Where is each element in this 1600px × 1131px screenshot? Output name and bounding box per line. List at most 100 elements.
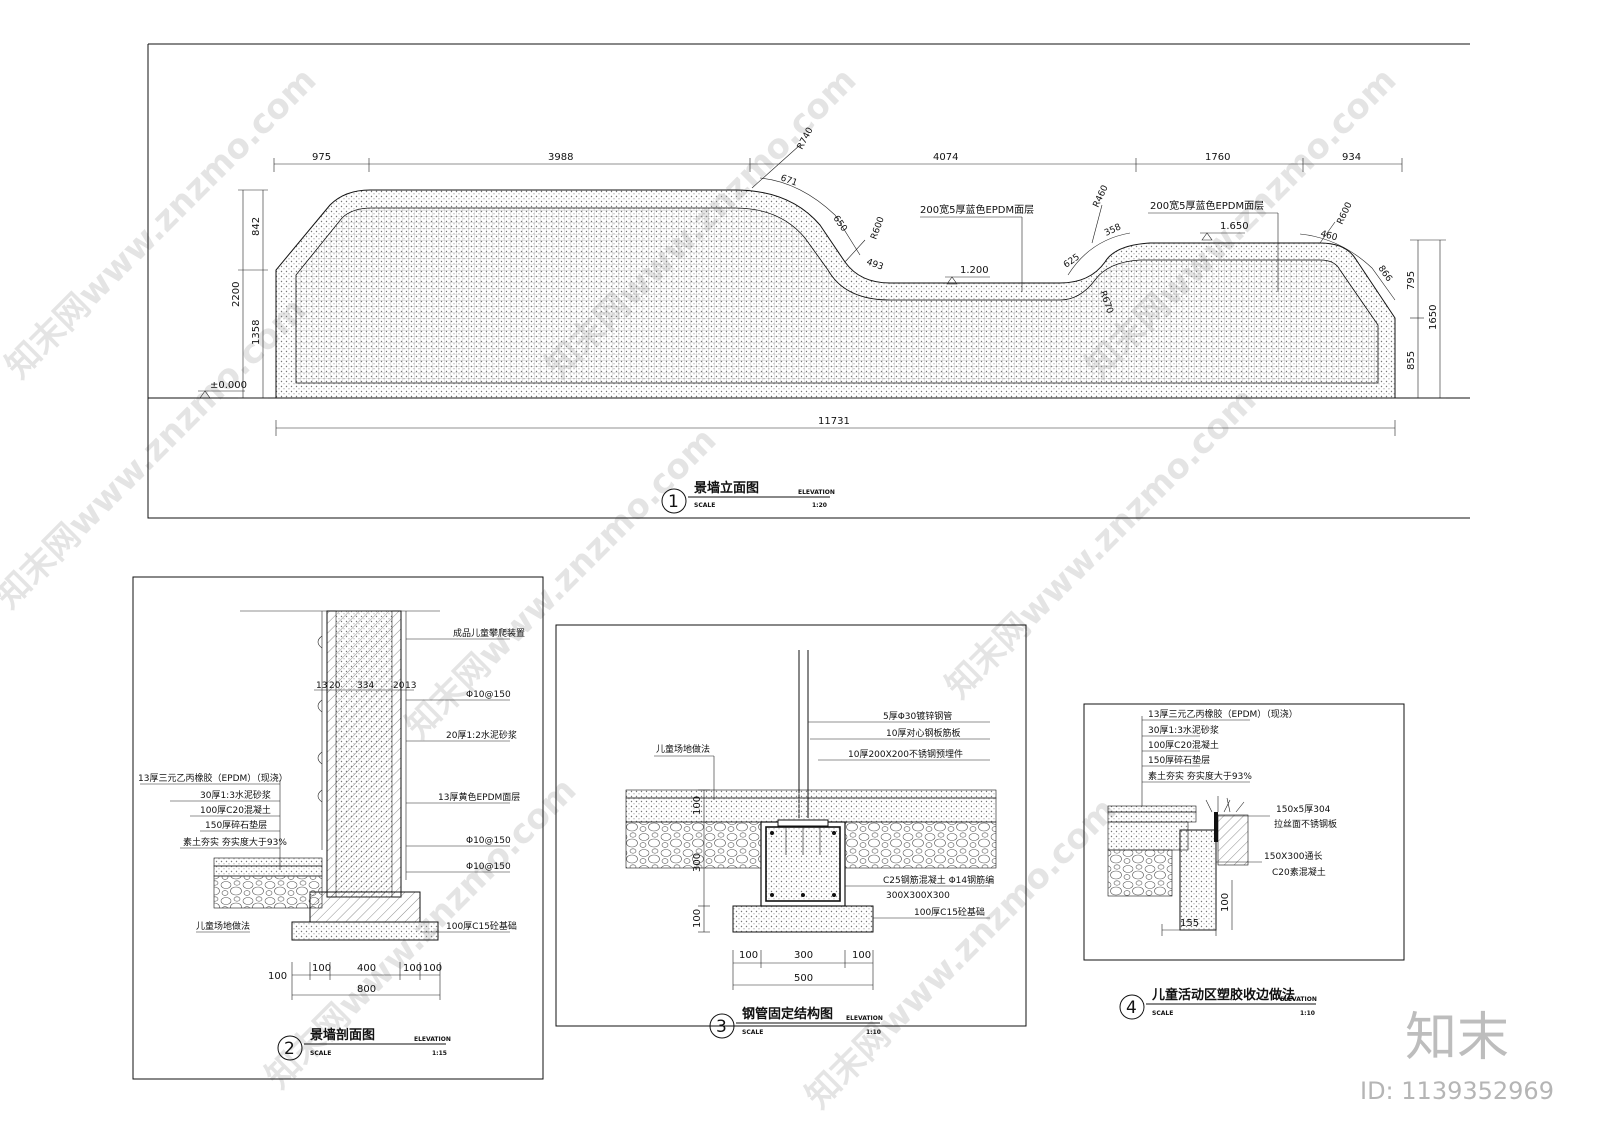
dim-text: 855 [1406, 351, 1417, 370]
radius-label: R600 [869, 215, 887, 241]
dim-text: 3988 [548, 152, 573, 163]
dim-text: 100 [312, 963, 331, 974]
dim-total-text: 11731 [818, 416, 850, 427]
dim-text: 4074 [933, 152, 958, 163]
dim-text: 100 [692, 909, 703, 928]
panel-frame [1083, 703, 1405, 961]
level-text: 1.200 [960, 265, 989, 276]
dim-text: 20 [393, 681, 405, 691]
dim-text: 334 [357, 681, 374, 691]
segment-label: 625 [1062, 252, 1082, 270]
note-text: 200宽5厚蓝色EPDM面层 [920, 203, 1034, 216]
scale-label: SCALE [742, 1029, 763, 1036]
title-english: ELEVATION [798, 489, 835, 496]
title-block: 2 景墙剖面图 ELEVATION SCALE 1:15 [277, 1027, 451, 1061]
callout-text: 10厚200X200不锈钢预埋件 [848, 748, 963, 760]
panel-frame [132, 576, 544, 1080]
dim-total-text: 500 [794, 973, 813, 984]
title-english: ELEVATION [414, 1036, 451, 1043]
level-marker: 1.200 [945, 265, 990, 285]
dim-text: 842 [251, 217, 262, 236]
layer-text: 13厚三元乙丙橡胶（EPDM）（现浇） [138, 772, 288, 784]
dim-text: 300 [692, 853, 703, 872]
title-index: 2 [284, 1039, 295, 1059]
edge-panel: 13厚三元乙丙橡胶（EPDM）（现浇） 30厚1:3水泥砂浆 100厚C20混凝… [1083, 703, 1405, 1020]
radius-label: R460 [1092, 184, 1111, 210]
callout-text: 13厚黄色EPDM面层 [438, 791, 520, 803]
dim-text: 100 [739, 950, 758, 961]
level-marker: ±0.000 [198, 380, 247, 399]
callout-text: 150x5厚304 [1276, 804, 1331, 815]
title-index: 3 [716, 1017, 727, 1037]
layer-text: 150厚碎石垫层 [205, 819, 267, 831]
dim-text: 20 [329, 681, 341, 691]
callout-text: Φ10@150 [466, 862, 511, 872]
layer-text: 30厚1:3水泥砂浆 [200, 789, 271, 801]
id-text: ID: 1139352969 [1360, 1077, 1554, 1105]
callout-text: 成品儿童攀爬装置 [453, 627, 525, 639]
dim-text: 100 [1220, 893, 1231, 912]
scale-value: 1:20 [812, 502, 827, 509]
callout-text: 150X300通长 [1264, 850, 1323, 862]
title-index: 1 [668, 492, 679, 512]
radius-label: R600 [1336, 201, 1355, 227]
level-marker: 1.650 [1200, 221, 1249, 241]
callout-text: 拉丝面不锈钢板 [1274, 818, 1337, 830]
callout-text: 100厚C15砼基础 [914, 906, 985, 918]
title-block: 3 钢管固定结构图 ELEVATION SCALE 1:10 [709, 1006, 883, 1039]
ground-label: 儿童场地做法 [656, 743, 710, 755]
note-text: 200宽5厚蓝色EPDM面层 [1150, 199, 1264, 212]
wall-inner-grid [295, 207, 1379, 384]
dim-text: 100 [423, 963, 442, 974]
scale-label: SCALE [310, 1050, 331, 1057]
scale-value: 1:10 [866, 1029, 881, 1036]
segment-label: 493 [865, 257, 885, 272]
layer-text: 100厚C20混凝土 [200, 804, 271, 816]
dim-text: 2200 [231, 282, 242, 307]
callout-text: 10厚对心钢板筋板 [886, 727, 960, 739]
pipe-panel: 5厚Φ30镀锌钢管 10厚对心钢板筋板 10厚200X200不锈钢预埋件 C25… [555, 624, 1027, 1039]
title-index: 4 [1126, 998, 1137, 1018]
title-text: 景墙立面图 [694, 480, 759, 496]
layer-text: 素土夯实 夯实度大于93% [1148, 770, 1252, 782]
callout-text: C20素混凝土 [1272, 866, 1326, 878]
level-text: 1.650 [1220, 221, 1249, 232]
segment-label: 866 [1376, 264, 1394, 284]
dim-text: 155 [1180, 918, 1199, 929]
title-english: ELEVATION [1280, 996, 1317, 1003]
title-block: 1 景墙立面图 ELEVATION SCALE 1:20 [661, 480, 835, 514]
title-text: 钢管固定结构图 [742, 1006, 833, 1022]
scale-label: SCALE [1152, 1010, 1173, 1017]
callout-text: 20厚1:2水泥砂浆 [446, 729, 517, 741]
segment-label: 460 [1319, 229, 1338, 243]
callout-text: Φ10@150 [466, 690, 511, 700]
callout-text: 100厚C15砼基础 [446, 920, 517, 932]
callout-text: 5厚Φ30镀锌钢管 [883, 710, 952, 722]
concrete-base [732, 905, 874, 933]
title-english: ELEVATION [846, 1015, 883, 1022]
segment-label: 671 [779, 173, 799, 188]
scale-label: SCALE [694, 502, 715, 509]
segment-label: 358 [1103, 222, 1123, 238]
scale-value: 1:15 [432, 1050, 447, 1057]
dim-text: 1650 [1428, 305, 1439, 330]
segment-label: 650 [831, 214, 849, 234]
panel-frame [555, 624, 1027, 1027]
callout-text: 300X300X300 [886, 891, 950, 901]
layer-text: 素土夯实 夯实度大于93% [183, 836, 287, 848]
dim-text: 100 [268, 971, 287, 982]
dim-text: 1358 [251, 320, 262, 345]
callout-text: Φ10@150 [466, 836, 511, 846]
elevation-panel: 975 3988 4074 1760 934 11731 842 1358 22… [147, 43, 1470, 519]
layer-text: 30厚1:3水泥砂浆 [1148, 724, 1219, 736]
dim-text: 13 [316, 681, 327, 691]
panel-frame [147, 43, 1470, 519]
dim-text: 100 [692, 796, 703, 815]
level-text: ±0.000 [210, 380, 247, 391]
dim-text: 100 [403, 963, 422, 974]
title-block: 4 儿童活动区塑胶收边做法 ELEVATION SCALE 1:10 [1119, 987, 1317, 1020]
dim-text: 934 [1342, 152, 1361, 163]
layer-text: 150厚碎石垫层 [1148, 754, 1210, 766]
brand-logo: 知末 [1405, 1008, 1509, 1068]
dim-text: 1760 [1205, 152, 1230, 163]
